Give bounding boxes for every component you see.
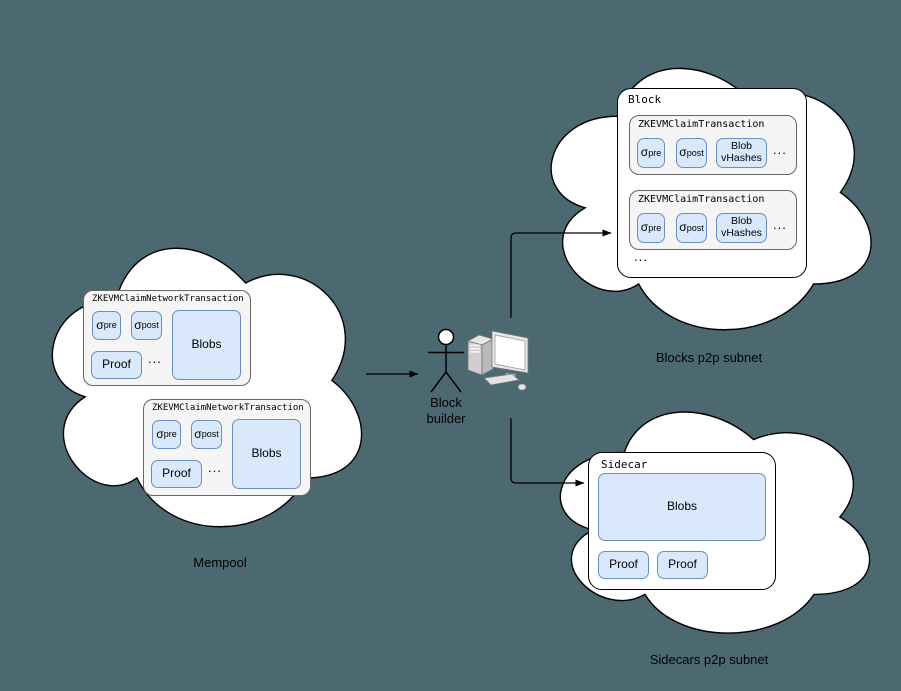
sidecars-subnet-label: Sidecars p2p subnet: [649, 652, 769, 667]
sigma-subscript: post: [201, 429, 219, 439]
arrow-builder-to-blocks: [510, 229, 612, 318]
ellipsis: ...: [773, 217, 787, 232]
sidecar-panel: Sidecar Blobs Proof Proof: [588, 452, 776, 590]
block-builder-label-line2: builder: [426, 411, 466, 426]
block-title: Block: [628, 93, 662, 106]
sidecar-proof-chip-1: Proof: [598, 551, 649, 579]
proof-chip: Proof: [151, 460, 202, 488]
sigma-subscript: pre: [648, 147, 662, 158]
block-builder-label-line1: Block: [430, 395, 462, 410]
transaction-title: ZKEVMClaimNetworkTransaction: [92, 294, 244, 304]
blobs-chip: Blobs: [232, 419, 301, 489]
proof-chip: Proof: [91, 351, 142, 379]
transaction-title: ZKEVMClaimTransaction: [638, 119, 765, 130]
sigma-subscript: post: [686, 222, 704, 233]
blob-vhashes-line2: vHashes: [721, 152, 762, 164]
sidecar-title: Sidecar: [601, 458, 648, 471]
transaction-title: ZKEVMClaimTransaction: [638, 194, 765, 205]
blob-vhashes-line2: vHashes: [721, 227, 762, 239]
blob-vhashes-chip: Blob vHashes: [716, 138, 767, 168]
sigma-subscript: post: [141, 320, 159, 330]
blob-vhashes-line1: Blob: [730, 140, 752, 153]
blob-vhashes-line1: Blob: [730, 215, 752, 228]
blobs-chip: Blobs: [172, 310, 241, 380]
sigma-subscript: pre: [103, 320, 117, 330]
sigma-symbol: σ: [194, 426, 202, 441]
transaction-title: ZKEVMClaimNetworkTransaction: [152, 403, 304, 413]
sigma-symbol: σ: [679, 145, 687, 160]
sigma-symbol: σ: [134, 317, 142, 332]
sigma-subscript: pre: [648, 222, 662, 233]
mempool-label: Mempool: [193, 555, 247, 570]
sigma-symbol: σ: [156, 426, 164, 441]
person-icon: [428, 328, 464, 393]
sidecar-blobs-chip: Blobs: [598, 473, 766, 541]
ellipsis: ...: [773, 142, 787, 157]
blob-vhashes-chip: Blob vHashes: [716, 213, 767, 243]
ellipsis: ...: [208, 460, 222, 475]
sigma-symbol: σ: [640, 145, 649, 160]
computer-icon: [466, 330, 529, 391]
sidecar-proof-chip-2: Proof: [657, 551, 708, 579]
arrow-builder-to-sidecars: [510, 418, 585, 487]
sigma-symbol: σ: [640, 220, 649, 235]
ellipsis: ...: [148, 351, 162, 366]
sigma-symbol: σ: [96, 317, 104, 332]
sigma-symbol: σ: [679, 220, 687, 235]
blocks-subnet-label: Blocks p2p subnet: [655, 350, 763, 365]
sigma-subscript: pre: [163, 429, 177, 439]
block-builder-label: Block builder: [396, 395, 496, 427]
block-ellipsis: ...: [634, 249, 648, 264]
sigma-subscript: post: [686, 147, 704, 158]
